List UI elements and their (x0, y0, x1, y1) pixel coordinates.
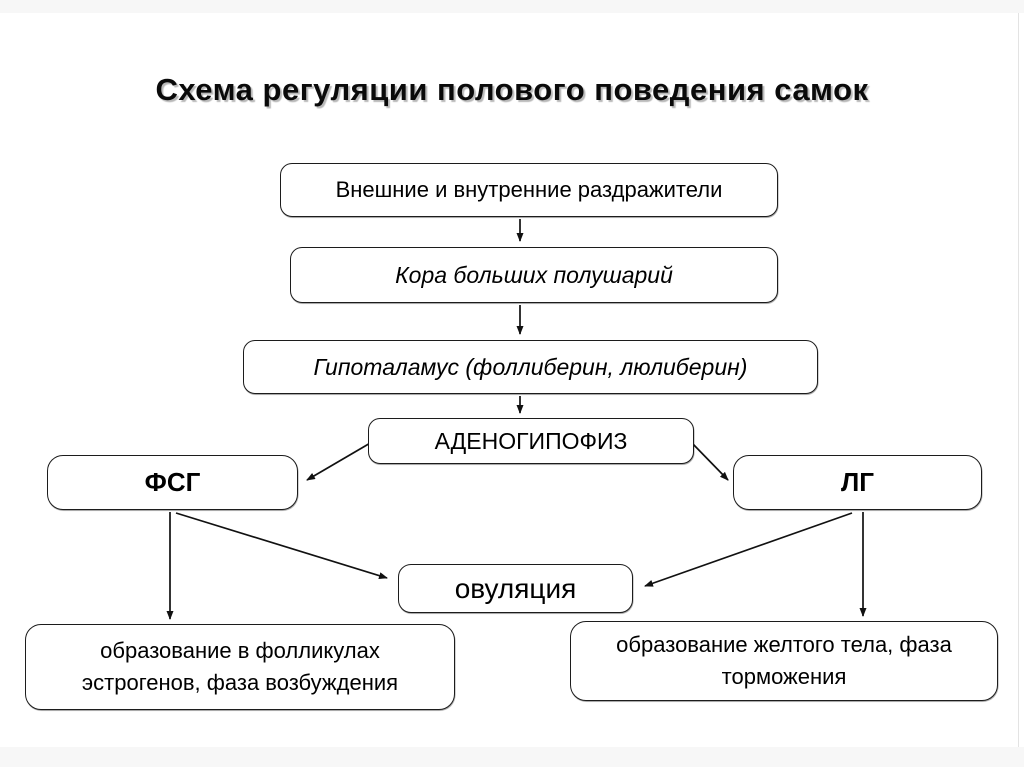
node-hypothalamus: Гипоталамус (фоллиберин, люлиберин) (243, 340, 818, 394)
node-cerebral-cortex: Кора больших полушарий (290, 247, 778, 303)
arrow-lg-to-ovulation (644, 512, 853, 587)
node-label: образование в фолликулах эстрогенов, фаз… (81, 638, 399, 695)
slide-right-border (1018, 13, 1019, 747)
arrow-fsg-to-ovulation (175, 512, 388, 579)
node-lh: ЛГ (733, 455, 982, 510)
node-label: Гипоталамус (фоллиберин, люлиберин) (313, 353, 748, 380)
node-label: овуляция (454, 572, 577, 604)
node-label: образование желтого тела, фаза торможени… (616, 632, 952, 689)
node-label: АДЕНОГИПОФИЗ (434, 427, 628, 454)
node-label: ЛГ (841, 467, 874, 497)
node-label: ФСГ (144, 467, 201, 497)
node-adenohypophysis: АДЕНОГИПОФИЗ (368, 418, 694, 464)
node-estrogen-follicles-phase: образование в фолликулах эстрогенов, фаз… (25, 624, 455, 710)
node-label: Кора больших полушарий (395, 261, 673, 288)
node-corpus-luteum-phase: образование желтого тела, фаза торможени… (570, 621, 998, 701)
node-fsh: ФСГ (47, 455, 298, 510)
node-external-internal-stimuli: Внешние и внутренние раздражители (280, 163, 778, 217)
slide-bottom-margin (0, 747, 1024, 767)
slide-top-margin (0, 0, 1024, 13)
page-title: Схема регуляции полового поведения самок (155, 72, 869, 107)
arrow-adenohypophysis-to-fsg (306, 441, 373, 481)
node-label: Внешние и внутренние раздражители (335, 177, 723, 202)
node-ovulation: овуляция (398, 564, 633, 613)
arrow-adenohypophysis-to-lg (690, 441, 729, 481)
